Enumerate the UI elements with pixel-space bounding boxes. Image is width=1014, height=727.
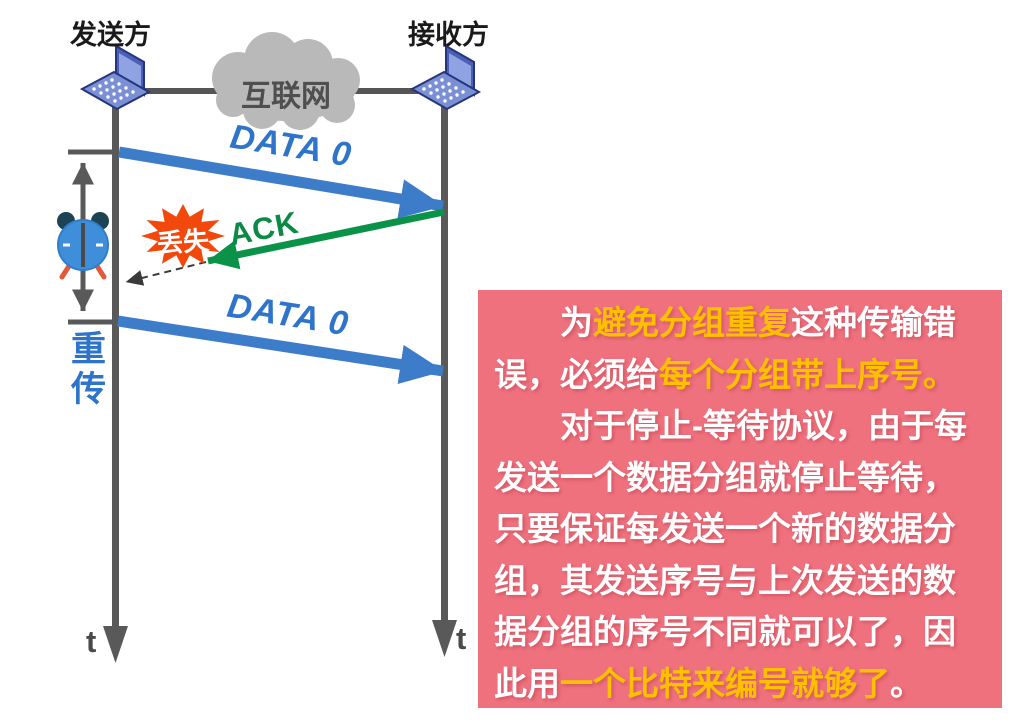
note-text-segment: 。: [890, 664, 923, 702]
ack-arrow: [207, 208, 445, 270]
data0-arrow-1: [118, 146, 445, 219]
note-text-segment: 此用: [494, 664, 560, 702]
note-text-segment: 为: [560, 304, 593, 341]
note-line-1: 为避免分组重复这种传输错: [494, 297, 986, 349]
time-axis-label-left: t: [86, 624, 97, 659]
sender-laptop-icon: [81, 45, 150, 110]
note-line-6: 组，其发送序号与上次发送的数: [494, 555, 986, 607]
internet-cloud-label: 互联网: [241, 80, 331, 113]
note-text-segment: 组，其发送序号与上次发送的数: [494, 561, 956, 599]
retransmit-label: 重传: [66, 330, 105, 410]
lost-burst-icon: [141, 204, 225, 268]
note-text-segment: 这种传输错: [791, 304, 956, 341]
note-highlight-segment: 避免分组重复: [593, 304, 791, 341]
note-line-8: 此用一个比特来编号就够了。: [494, 658, 986, 710]
note-line-4: 发送一个数据分组就停止等待，: [494, 452, 986, 504]
note-highlight-segment: 每个分组带上序号。: [659, 355, 956, 393]
note-box: 为避免分组重复这种传输错 误，必须给每个分组带上序号。 对于停止-等待协议，由于…: [478, 290, 1002, 708]
note-line-3: 对于停止-等待协议，由于每: [494, 400, 986, 452]
note-line-7: 据分组的序号不同就可以了，因: [494, 606, 986, 658]
sender-timeline-arrowhead: [103, 626, 128, 663]
data0-arrow-2: [117, 315, 445, 385]
note-text-segment: 误，必须给: [494, 355, 659, 393]
sender-label: 发送方: [70, 20, 151, 50]
ack-lost-dashed-line: [125, 261, 207, 286]
time-axis-label-right: t: [456, 621, 467, 656]
note-line-2: 误，必须给每个分组带上序号。: [494, 349, 986, 401]
receiver-laptop-icon: [411, 45, 480, 110]
note-text-segment: 发送一个数据分组就停止等待，: [494, 458, 956, 496]
note-text-segment: 对于停止-等待协议，由于每: [560, 407, 967, 444]
receiver-timeline-arrowhead: [432, 620, 457, 657]
alarm-clock-icon: [57, 212, 109, 280]
note-text-segment: 据分组的序号不同就可以了，因: [494, 613, 956, 650]
lost-label: 丢失: [156, 225, 211, 259]
note-line-5: 只要保证每发送一个新的数据分: [494, 503, 986, 555]
internet-cloud: [212, 32, 360, 130]
note-text-segment: 只要保证每发送一个新的数据分: [494, 510, 956, 547]
note-highlight-segment: 一个比特来编号就够了: [560, 664, 890, 702]
receiver-label: 接收方: [408, 20, 489, 50]
